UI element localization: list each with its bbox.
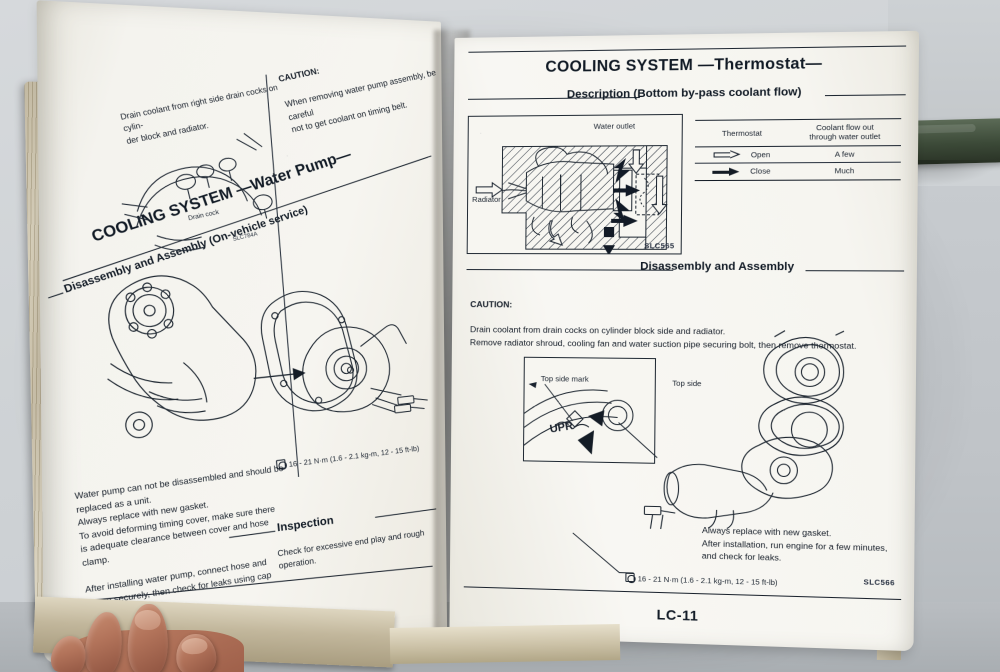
right-page-content: COOLING SYSTEM —Thermostat— Description … <box>449 31 919 651</box>
flow-table-cell-open: Open <box>694 146 789 164</box>
right-notes-text: Always replace with new gasket. After in… <box>701 525 888 564</box>
flow-amount-close: Much <box>788 162 901 181</box>
right-caution-heading: CAUTION: <box>470 299 513 310</box>
right-section-rule-right <box>805 270 905 272</box>
flow-table-header-coolant-flow: Coolant flow out through water outlet <box>788 118 902 147</box>
left-page-content: COOLING SYSTEM —Water Pump— Disassembly … <box>37 0 448 664</box>
left-page: COOLING SYSTEM —Water Pump— Disassembly … <box>36 0 448 665</box>
flow-amount-open: A few <box>788 145 901 164</box>
thermostat-flow-figure: Radiator Water outlet SLC565 <box>466 113 683 255</box>
flow-table-header-thermostat: Thermostat <box>695 119 790 147</box>
solid-arrow-icon <box>712 167 742 177</box>
right-section-heading: Disassembly and Assembly <box>466 260 905 280</box>
right-description-label: Description (Bottom by-pass coolant flow… <box>566 86 802 101</box>
left-caution-heading: CAUTION: <box>277 65 321 85</box>
flow-state-open: Open <box>750 149 771 160</box>
right-header-rule <box>468 45 907 53</box>
hollow-arrow-icon <box>713 150 742 160</box>
top-side-mark-text: UPR <box>549 420 574 436</box>
right-page: COOLING SYSTEM —Thermostat— Description … <box>449 30 920 652</box>
coolant-flow-table: Thermostat Coolant flow out through wate… <box>694 118 902 181</box>
left-figure-drain-cocks: Drain cock SLC784A <box>106 110 293 266</box>
fingernail-2 <box>134 609 162 631</box>
right-footer-rule <box>463 586 902 601</box>
top-side-mark-detail-figure: UPR Top side mark <box>522 356 657 464</box>
detail-label-top-side: Top side <box>672 378 702 389</box>
fingernail-3 <box>180 637 208 655</box>
right-description-rule-right <box>824 94 906 97</box>
thermostat-exploded-figure <box>577 326 902 535</box>
flow-table-cell-close: Close <box>694 163 789 181</box>
flow-table-row-open: Open A few <box>694 145 901 164</box>
page-block-bottom-right <box>389 623 621 665</box>
right-figure-code: SLC566 <box>863 577 895 588</box>
diagram-label-water-outlet: Water outlet <box>593 121 636 131</box>
right-torque-text: 16 - 21 N·m (1.6 - 2.1 kg-m, 12 - 15 ft-… <box>637 574 778 588</box>
left-page-bleed-through: . <box>285 149 289 159</box>
right-section-label: Disassembly and Assembly <box>640 260 795 274</box>
right-notes-body: Always replace with new gasket. After in… <box>702 512 902 568</box>
diagram-figure-code: SLC565 <box>644 241 675 251</box>
flow-state-close: Close <box>750 166 771 177</box>
diagram-label-radiator: Radiator <box>472 194 501 204</box>
right-description-heading: Description (Bottom by-pass coolant flow… <box>468 85 906 108</box>
left-figure-callout-text: Drain cock <box>187 209 220 223</box>
flow-table-row-close: Close Much <box>694 162 901 181</box>
detail-label-top-side-mark: Top side mark <box>540 374 589 384</box>
right-torque-spec: 16 - 21 N·m (1.6 - 2.1 kg-m, 12 - 15 ft-… <box>625 572 778 588</box>
right-page-title: COOLING SYSTEM —Thermostat— <box>545 54 823 76</box>
left-figure-code: SLC784A <box>232 231 258 242</box>
torque-leader-line <box>570 531 642 579</box>
